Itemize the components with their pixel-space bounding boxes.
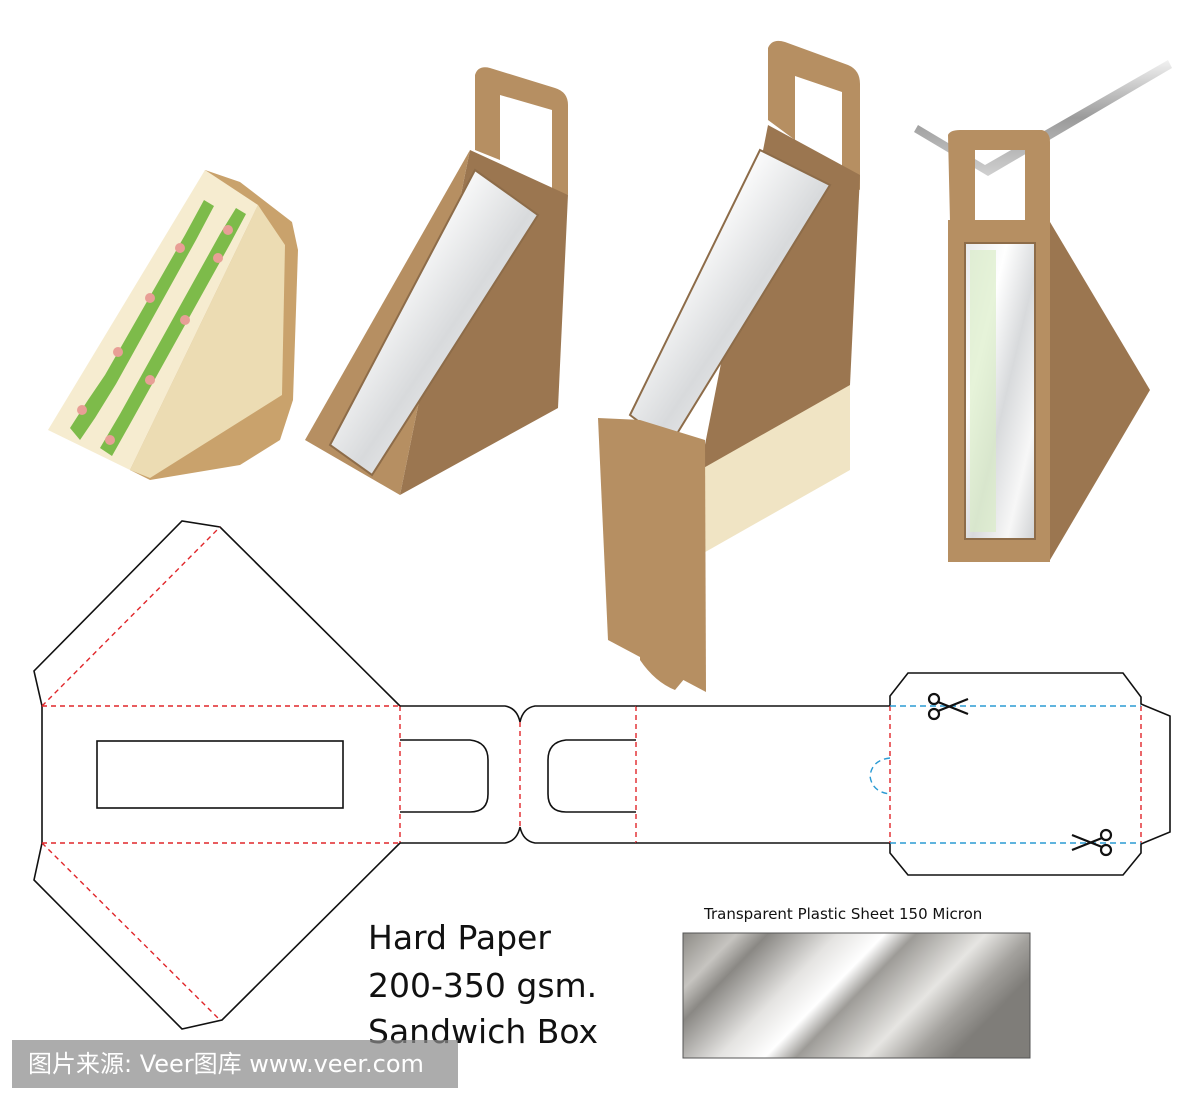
spec-material: Hard Paper — [368, 918, 551, 957]
dieline-handle-hole-right — [547, 739, 636, 813]
dieline-fold-lines-right — [889, 706, 1142, 843]
hanging-box-illustration — [914, 60, 1172, 562]
dieline-right-panel-cut — [636, 672, 1171, 876]
plastic-sheet-swatch — [682, 932, 1031, 1059]
scissors-icon — [927, 692, 969, 721]
opening-box-illustration — [598, 40, 860, 692]
handle-tab — [948, 130, 1050, 222]
box-side-panel — [400, 150, 568, 495]
dieline-left-panel-cut — [33, 520, 401, 1030]
dieline-window-cut-lines — [869, 705, 1141, 844]
box-front-panel — [305, 150, 470, 495]
box-flap-open — [598, 418, 706, 692]
dieline-fold-lines-left — [41, 526, 401, 1021]
box-side-panel — [1050, 222, 1150, 560]
dieline-window-cutout — [96, 740, 344, 809]
box-side-panel — [700, 125, 860, 470]
sandwich-lettuce-layer-1 — [70, 200, 214, 440]
box-window — [328, 168, 540, 477]
watermark: 图片来源: Veer图库 www.veer.com — [12, 1040, 458, 1088]
spec-weight: 200-350 gsm. — [368, 966, 598, 1005]
sandwich-bread-face — [130, 205, 285, 478]
dieline-handle-hole-left — [400, 739, 489, 813]
sandwich-inside — [970, 250, 996, 532]
dieline-fold-lines-handle — [519, 706, 637, 843]
sandwich-lettuce-layer-2 — [100, 208, 246, 456]
sandwich-ham-pieces — [77, 225, 233, 445]
sandwich-inside — [700, 370, 850, 555]
box-flap-tab — [640, 640, 690, 690]
handle-tab — [768, 40, 860, 190]
dieline-handle-cut — [400, 705, 636, 844]
plastic-sheet-label: Transparent Plastic Sheet 150 Micron — [704, 905, 983, 923]
scissors-icon — [1071, 828, 1113, 857]
handle-tab — [475, 67, 568, 195]
closed-box-illustration — [305, 67, 568, 495]
sandwich-illustration — [48, 170, 298, 480]
dieline-template — [33, 520, 1171, 1030]
